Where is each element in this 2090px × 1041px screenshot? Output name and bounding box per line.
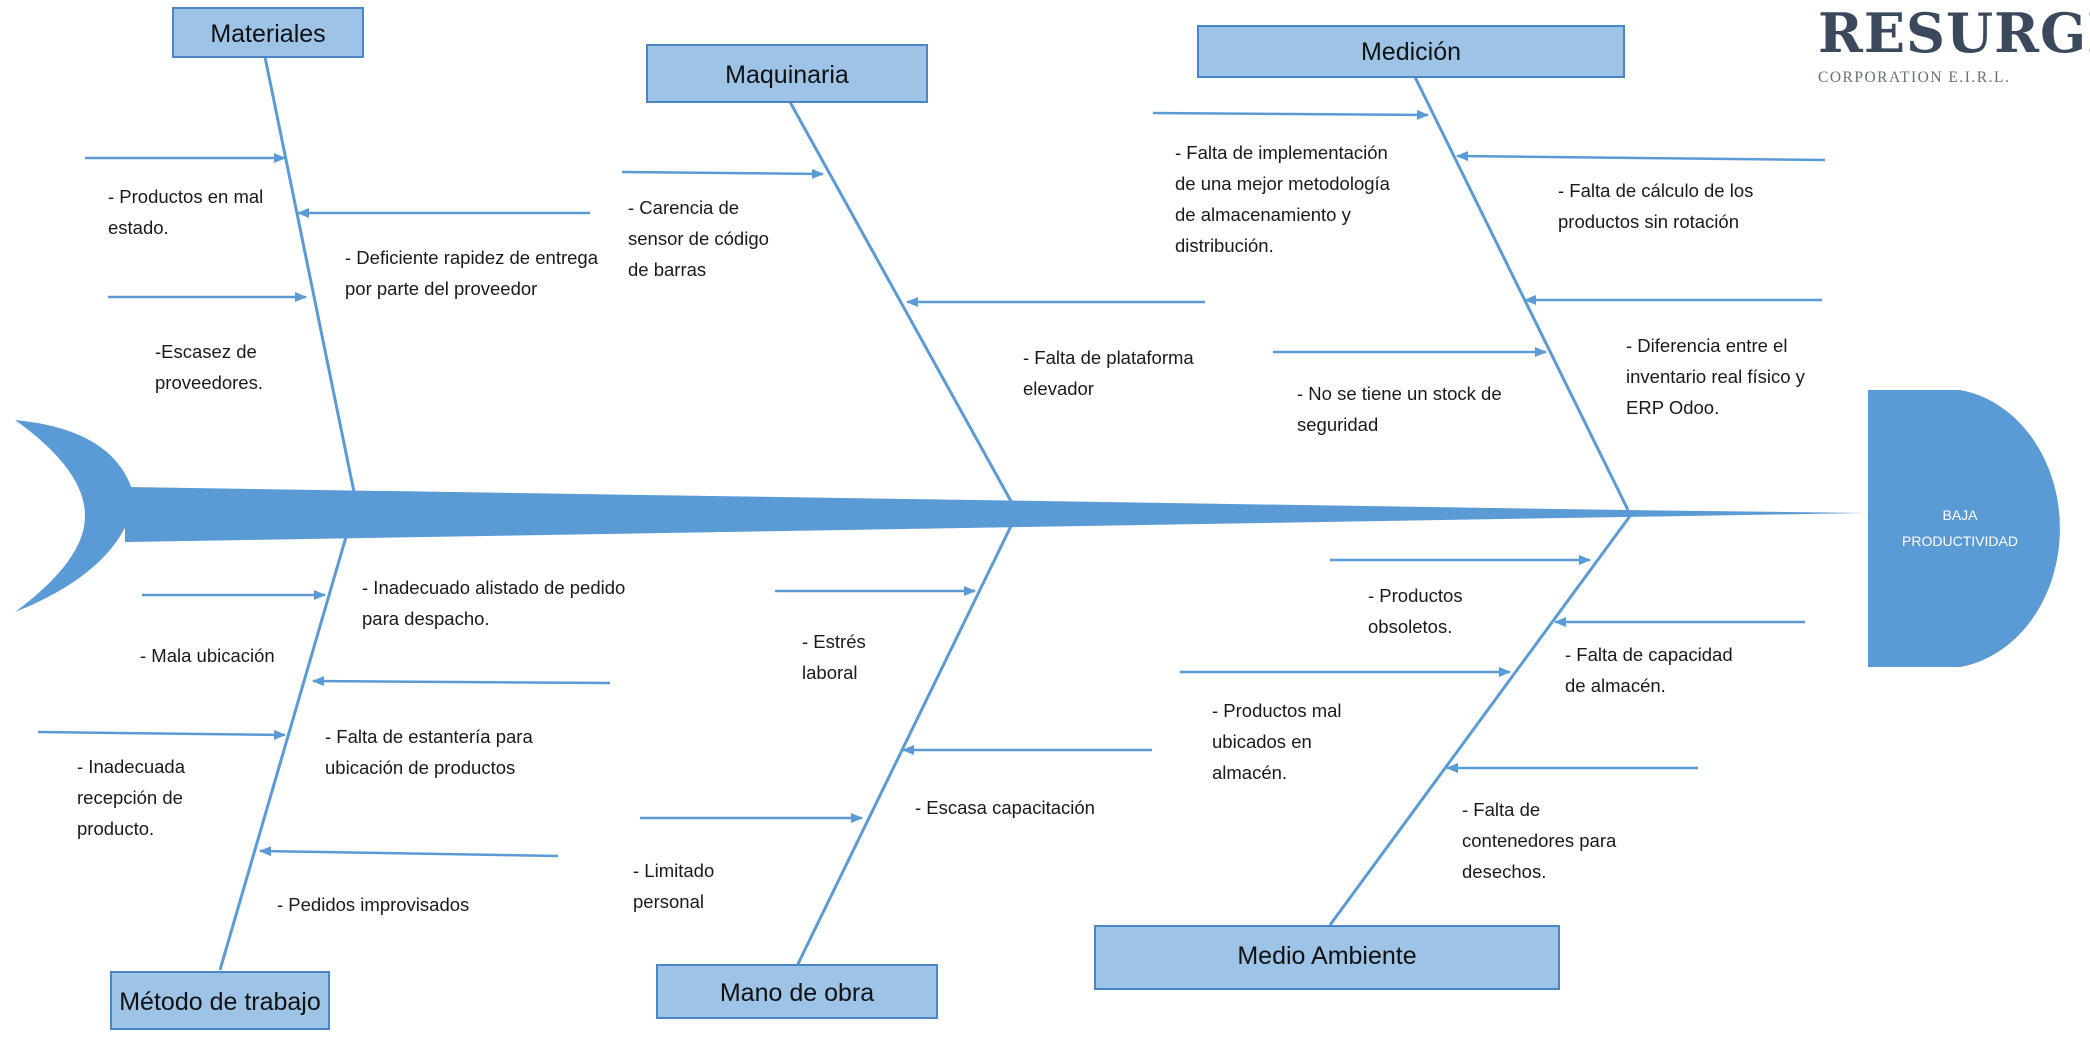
- cause-arrow: [621, 168, 824, 179]
- cause-text: - Falta de estantería para ubicación de …: [325, 726, 538, 778]
- cause-text: - Carencia de sensor de código de barras: [628, 197, 774, 280]
- cause-arrow: [259, 846, 559, 858]
- cause-arrow: [312, 676, 611, 687]
- category-label: Medio Ambiente: [1237, 942, 1416, 970]
- category-medio-ambiente: Medio Ambiente: [1094, 925, 1560, 990]
- cause-text: - Falta de plataforma elevador: [1023, 347, 1199, 399]
- category-metodo: Método de trabajo: [110, 971, 330, 1030]
- category-maquinaria: Maquinaria: [646, 44, 928, 103]
- cause-text: - Deficiente rapidez de entrega por part…: [345, 247, 603, 299]
- category-medicion: Medición: [1197, 25, 1625, 78]
- fish-spine: [125, 487, 1865, 542]
- cause-text: - Productos obsoletos.: [1368, 585, 1468, 637]
- cause-text: - Falta de capacidad de almacén.: [1565, 644, 1738, 696]
- fish-tail: [15, 420, 135, 612]
- bone-metodo: [218, 529, 350, 971]
- cause-text: - No se tiene un stock de seguridad: [1297, 383, 1507, 435]
- effect-label-line2: PRODUCTIVIDAD: [1902, 533, 2018, 549]
- cause-text: - Estrés laboral: [802, 631, 871, 683]
- effect-head: [1868, 390, 2060, 667]
- bone-medicion: [1413, 76, 1630, 511]
- effect-label-line1: BAJA: [1942, 507, 1978, 523]
- bone-materiales: [263, 56, 357, 498]
- cause-text: - Falta de cálculo de los productos sin …: [1558, 180, 1759, 232]
- cause-text: - Escasa capacitación: [915, 797, 1095, 818]
- cause-text: - Productos mal ubicados en almacén.: [1212, 700, 1347, 783]
- category-label: Medición: [1361, 38, 1461, 66]
- cause-text: - Inadecuado alistado de pedido para des…: [362, 577, 630, 629]
- category-materiales: Materiales: [172, 7, 364, 58]
- cause-arrow: [1456, 151, 1826, 162]
- cause-text: - Pedidos improvisados: [277, 894, 469, 915]
- cause-arrow: [1152, 109, 1429, 120]
- bone-medio-ambiente: [1328, 515, 1632, 926]
- cause-text: - Limitado personal: [633, 860, 719, 912]
- category-label: Materiales: [210, 20, 325, 48]
- cause-text: - Falta de implementación de una mejor m…: [1175, 142, 1395, 256]
- logo-wordmark: RESURGE: [1818, 1, 2090, 65]
- cause-text: - Productos en mal estado.: [108, 186, 268, 238]
- category-label: Mano de obra: [720, 979, 874, 1007]
- cause-text: - Falta de contenedores para desechos.: [1462, 799, 1621, 882]
- cause-arrow: [37, 729, 286, 740]
- cause-text: - Inadecuada recepción de producto.: [77, 756, 190, 839]
- category-mano-obra: Mano de obra: [656, 964, 938, 1019]
- category-label: Método de trabajo: [119, 988, 321, 1016]
- category-label: Maquinaria: [725, 61, 849, 89]
- bone-maquinaria: [788, 101, 1014, 504]
- logo-subtitle: CORPORATION E.I.R.L.: [1818, 69, 2010, 86]
- cause-text: - Diferencia entre el inventario real fí…: [1626, 335, 1810, 418]
- cause-text: -Escasez de proveedores.: [155, 341, 263, 393]
- company-logo: RESURGE CORPORATION E.I.R.L.: [1818, 1, 2090, 86]
- cause-text: - Mala ubicación: [140, 645, 275, 666]
